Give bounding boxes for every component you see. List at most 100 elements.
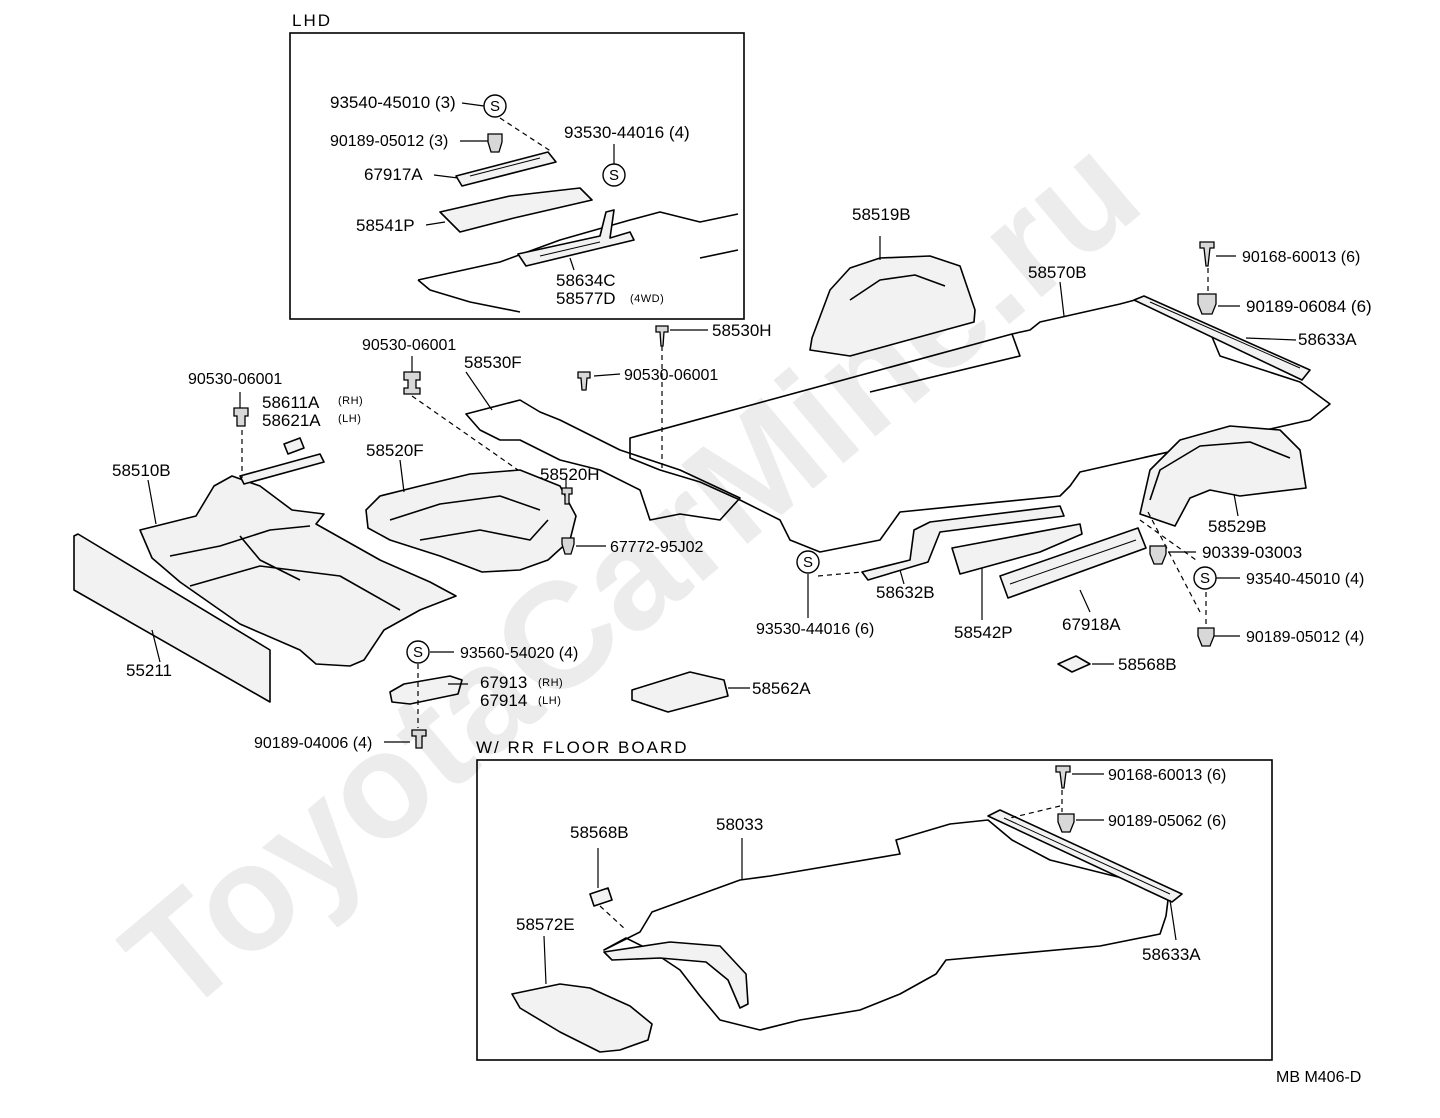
label-67917A: 67917A xyxy=(364,165,423,184)
clip-90339-03003 xyxy=(1149,545,1167,565)
label-58568B-rr: 58568B xyxy=(570,823,629,842)
rr-floor-board-inset: W/ RR FLOOR BOARD 90168-60013 (6) 90189-… xyxy=(476,738,1273,1061)
part-58572E-shape xyxy=(511,983,653,1053)
label-58621A-note: (LH) xyxy=(338,413,361,425)
label-58577D: 58577D xyxy=(556,289,616,308)
label-58520F: 58520F xyxy=(366,441,424,460)
label-90189-06084: 90189-06084 (6) xyxy=(1246,297,1372,316)
sealer-icon xyxy=(406,640,430,664)
label-67914-note: (LH) xyxy=(538,695,561,707)
sealer-symbol: S xyxy=(1200,570,1210,587)
lhd-floor-outline xyxy=(417,211,739,313)
sealer-symbol: S xyxy=(803,554,813,571)
clip-67772-95J02 xyxy=(561,537,575,555)
rr-floor-inset-frame xyxy=(476,759,1273,1061)
label-90189-05012-lhd: 90189-05012 (3) xyxy=(330,133,448,150)
part-55211-shape xyxy=(73,533,271,703)
part-58542P-shape xyxy=(951,523,1083,575)
label-58530H: 58530H xyxy=(712,321,772,340)
label-58570B: 58570B xyxy=(1028,263,1087,282)
label-58541P: 58541P xyxy=(356,216,415,235)
label-58562A: 58562A xyxy=(752,679,811,698)
part-67917A-shape xyxy=(455,151,557,187)
label-58520H: 58520H xyxy=(540,465,600,484)
label-67918A: 67918A xyxy=(1062,615,1121,634)
part-58611A-shape xyxy=(239,453,325,485)
part-58520F-shape xyxy=(365,469,577,573)
label-90168-60013-rr: 90168-60013 (6) xyxy=(1108,767,1226,784)
lhd-inset-title: LHD xyxy=(292,11,332,30)
clip-90168-60013-main xyxy=(1199,241,1215,267)
main-rear-floor: S S 58519B 58570B 90168-60013 (6) 90189-… xyxy=(577,205,1372,713)
sealer-symbol: S xyxy=(490,98,500,115)
label-90189-04006: 90189-04006 (4) xyxy=(254,735,372,752)
part-58568B-rr-shape xyxy=(589,887,613,907)
clip-90189-06084 xyxy=(1197,293,1217,315)
label-58542P: 58542P xyxy=(954,623,1013,642)
part-67918A-shape xyxy=(999,527,1147,599)
label-93540-45010-main: 93540-45010 (4) xyxy=(1246,571,1364,588)
label-58529B: 58529B xyxy=(1208,517,1267,536)
sealer-icon xyxy=(796,550,820,574)
rr-floor-inset-title: W/ RR FLOOR BOARD xyxy=(476,738,689,757)
label-93540-45010-lhd: 93540-45010 (3) xyxy=(330,93,456,112)
sealer-symbol: S xyxy=(609,167,619,184)
part-67913-shape xyxy=(389,675,463,705)
label-90168-60013-main: 90168-60013 (6) xyxy=(1242,249,1360,266)
part-58634C-shape xyxy=(517,209,635,267)
label-58633A-rr: 58633A xyxy=(1142,945,1201,964)
label-58530F: 58530F xyxy=(464,353,522,372)
label-58033: 58033 xyxy=(716,815,763,834)
part-58572E-bracket xyxy=(603,941,749,1009)
part-58541P-shape xyxy=(439,187,593,233)
clip-90530-06001-b xyxy=(233,407,249,427)
label-58572E: 58572E xyxy=(516,915,575,934)
label-93560-54020: 93560-54020 (4) xyxy=(460,645,578,662)
part-58632B-shape xyxy=(861,505,1065,581)
label-67913: 67913 xyxy=(480,673,527,692)
label-58611A-note: (RH) xyxy=(338,395,363,407)
label-58632B: 58632B xyxy=(876,583,935,602)
clip-90189-05012-lhd xyxy=(487,133,503,153)
clip-58530H xyxy=(655,325,669,347)
part-58568B-main-shape xyxy=(1057,655,1091,673)
label-93530-44016-lhd: 93530-44016 (4) xyxy=(564,123,690,142)
label-90189-05062: 90189-05062 (6) xyxy=(1108,813,1226,830)
part-58562A-shape xyxy=(631,671,729,713)
label-90530-06001-a: 90530-06001 xyxy=(362,337,456,354)
lhd-inset-frame xyxy=(289,32,745,320)
part-58529B-shape xyxy=(1139,425,1307,527)
label-58510B: 58510B xyxy=(112,461,171,480)
label-90530-06001-b: 90530-06001 xyxy=(188,371,282,388)
diagram-code: MB M406-D xyxy=(1276,1069,1361,1086)
part-58530F-shape xyxy=(465,399,741,521)
label-90189-05012-main: 90189-05012 (4) xyxy=(1246,629,1364,646)
label-90530-06001-c: 90530-06001 xyxy=(624,367,718,384)
clip-90530-06001-c xyxy=(577,371,591,391)
label-58621A: 58621A xyxy=(262,411,321,430)
label-67913-note: (RH) xyxy=(538,677,563,689)
part-58621A-shape xyxy=(283,437,305,455)
label-58568B-main: 58568B xyxy=(1118,655,1177,674)
label-58519B: 58519B xyxy=(852,205,911,224)
label-58577D-note: (4WD) xyxy=(630,293,664,305)
label-58633A-main: 58633A xyxy=(1298,330,1357,349)
label-67914: 67914 xyxy=(480,691,527,710)
lhd-inset: LHD S S 93540-45010 (3) 90189-05012 (3) … xyxy=(289,11,745,320)
label-93530-44016-main: 93530-44016 (6) xyxy=(756,621,874,638)
clip-90530-06001-a xyxy=(403,371,421,395)
part-58519B-shape xyxy=(809,255,976,357)
clip-90189-05062 xyxy=(1057,813,1075,833)
front-floor-area: S 90530-06001 58530F 90530-06001 58611A … xyxy=(73,337,741,752)
clip-90189-04006 xyxy=(411,729,427,749)
sealer-symbol: S xyxy=(413,644,423,661)
clip-90168-60013-rr xyxy=(1055,765,1071,789)
part-58570B-shape xyxy=(629,299,1331,553)
part-58033-shape xyxy=(603,819,1169,1031)
label-55211: 55211 xyxy=(126,661,172,680)
label-58634C: 58634C xyxy=(556,271,616,290)
clip-90189-05012-main xyxy=(1197,627,1215,647)
clip-58520H xyxy=(561,487,573,505)
label-90339-03003: 90339-03003 xyxy=(1202,543,1302,562)
